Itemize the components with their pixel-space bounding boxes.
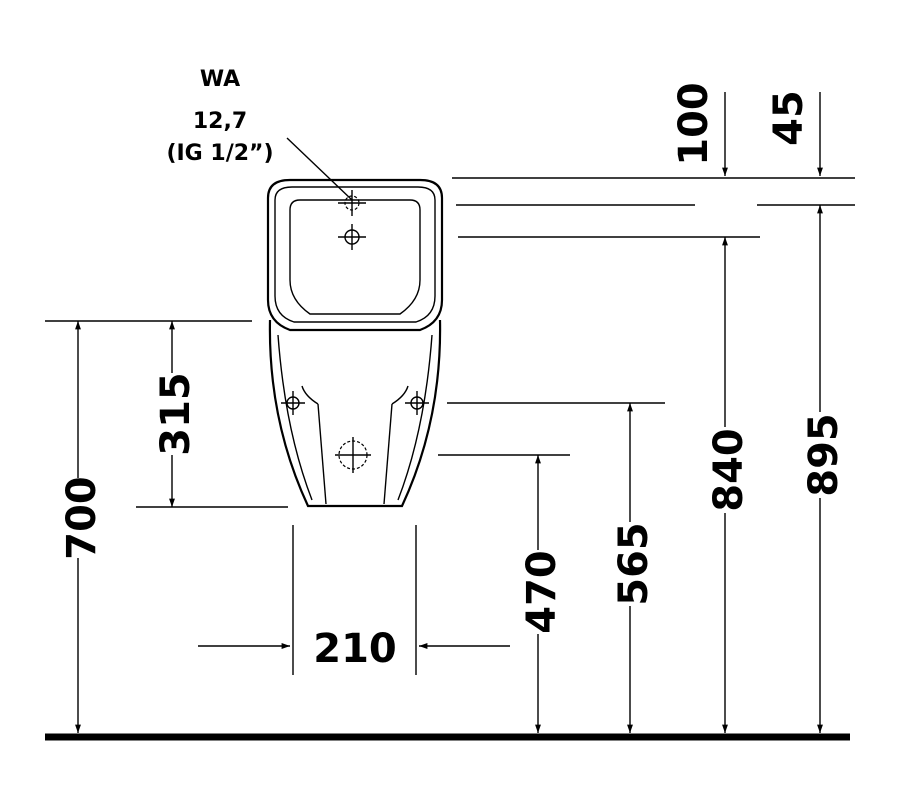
dim-210-label: 210 [313, 626, 397, 672]
drain-outlet-hidden-icon [335, 437, 371, 473]
dim-840-label: 840 [706, 428, 752, 512]
annotation-title: WA [200, 67, 240, 92]
fixing-hole-left-icon [281, 391, 305, 415]
dim-700-label: 700 [59, 476, 105, 560]
fixing-hole-right-icon [405, 391, 429, 415]
annotation-size: 12,7 [193, 109, 247, 134]
annotation-leader [286, 137, 353, 201]
annotation-thread: (IG 1/2”) [166, 141, 273, 166]
urinal-outline [266, 178, 444, 508]
dim-100-label: 100 [671, 82, 717, 166]
dim-315-label: 315 [153, 372, 199, 456]
dim-45-label: 45 [766, 90, 812, 146]
dim-470-label: 470 [519, 550, 565, 634]
water-inlet-hidden-icon [338, 190, 366, 216]
water-inlet-icon [338, 224, 366, 250]
dim-895-label: 895 [801, 413, 847, 497]
dim-565-label: 565 [611, 522, 657, 606]
